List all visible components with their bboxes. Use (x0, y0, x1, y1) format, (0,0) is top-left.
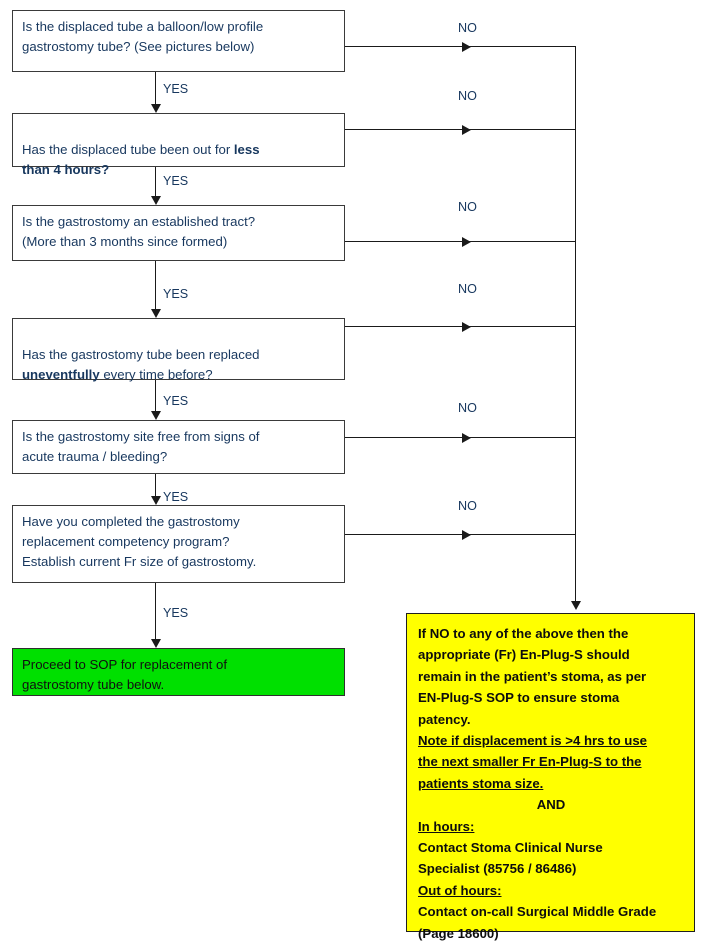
yes-label-6: YES (163, 606, 189, 620)
decision-text-part-bold: uneventfully (22, 367, 100, 382)
no-label-5: NO (458, 401, 477, 415)
decision-box-site-free-from-signs[interactable]: Is the gastrostomy site free from signs … (12, 420, 345, 474)
decision-box-replaced-uneventfully[interactable]: Has the gastrostomy tube been replaced u… (12, 318, 345, 382)
yes-arrowhead-6 (151, 639, 161, 648)
decision-text-part-bold: less than 4 hours? (22, 142, 260, 177)
advisory-paragraph: If NO to any of the above then the appro… (418, 626, 647, 727)
no-arrowhead-2 (462, 125, 471, 135)
no-connector-4 (345, 326, 576, 328)
yes-label-1: YES (163, 82, 189, 96)
advisory-out-of-hours-heading: Out of hours: (418, 882, 502, 898)
advisory-out-of-hours-body: Contact on-call Surgical Middle Grade (P… (418, 904, 657, 941)
no-label-6: NO (458, 499, 477, 513)
yes-connector-6 (155, 583, 157, 639)
advisory-in-hours-heading: In hours: (418, 818, 475, 834)
no-arrowhead-4 (462, 322, 471, 332)
no-arrowhead-1 (462, 42, 471, 52)
no-connector-3 (345, 241, 576, 243)
yes-label-4: YES (163, 394, 189, 408)
yes-label-5: YES (163, 490, 189, 504)
yes-connector-1 (155, 72, 157, 104)
no-arrowhead-6 (462, 530, 471, 540)
decision-box-competency-program[interactable]: Have you completed the gastrostomy repla… (12, 505, 345, 583)
yes-arrowhead-1 (151, 104, 161, 113)
advisory-and-label: AND (536, 797, 566, 813)
no-label-1: NO (458, 21, 477, 35)
no-trunk-arrowhead (571, 601, 581, 610)
decision-text-part-normal: Has the gastrostomy tube been replaced (22, 347, 260, 362)
no-label-3: NO (458, 200, 477, 214)
no-label-2: NO (458, 89, 477, 103)
advisory-note-underlined: Note if displacement is >4 hrs to use th… (418, 733, 648, 791)
yes-connector-4 (155, 380, 157, 411)
yes-arrowhead-3 (151, 309, 161, 318)
yes-arrowhead-2 (151, 196, 161, 205)
yes-label-2: YES (163, 174, 189, 188)
no-arrowhead-3 (462, 237, 471, 247)
decision-text-part-tail: every time before? (99, 367, 213, 382)
no-connector-5 (345, 437, 576, 439)
no-connector-6 (345, 534, 576, 536)
yes-label-3: YES (163, 287, 189, 301)
no-trunk-line (575, 46, 577, 601)
decision-text-part-normal: Has the displaced tube been out for (22, 142, 234, 157)
decision-box-established-tract[interactable]: Is the gastrostomy an established tract?… (12, 205, 345, 261)
no-label-4: NO (458, 282, 477, 296)
advisory-panel: If NO to any of the above then the appro… (406, 613, 695, 941)
terminal-box-proceed-to-sop[interactable]: Proceed to SOP for replacement of gastro… (12, 648, 345, 696)
advisory-in-hours-body: Contact Stoma Clinical Nurse Specialist … (418, 840, 603, 877)
yes-arrowhead-4 (151, 411, 161, 420)
yes-connector-5 (155, 474, 157, 496)
yes-connector-2 (155, 167, 157, 196)
decision-box-balloon-low-profile[interactable]: Is the displaced tube a balloon/low prof… (12, 10, 345, 72)
yes-connector-3 (155, 261, 157, 309)
no-connector-2 (345, 129, 576, 131)
no-connector-1 (345, 46, 576, 48)
no-arrowhead-5 (462, 433, 471, 443)
decision-box-out-less-than-4-hours[interactable]: Has the displaced tube been out for less… (12, 113, 345, 177)
yes-arrowhead-5 (151, 496, 161, 505)
